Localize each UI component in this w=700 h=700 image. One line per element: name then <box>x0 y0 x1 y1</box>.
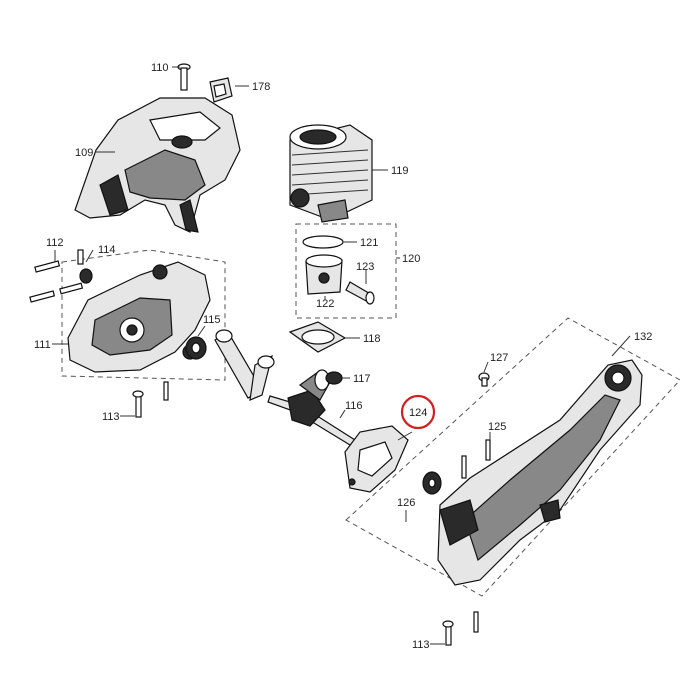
label-114: 114 <box>98 244 116 256</box>
bearing-part <box>422 471 442 495</box>
label-125: 125 <box>488 421 506 433</box>
label-109: 109 <box>75 147 93 159</box>
gasket-part-118 <box>288 321 347 353</box>
clutch-side-group-outline <box>345 317 681 597</box>
crankcase-group-outline <box>61 249 226 381</box>
pin-part-114 <box>77 249 93 284</box>
leader-lines <box>52 66 631 645</box>
arm-cover-part-132 <box>437 359 643 586</box>
label-132: 132 <box>634 331 652 343</box>
callout-labels: 110 178 109 119 112 114 121 123 120 122 … <box>34 62 652 651</box>
bearing-part-117 <box>325 371 343 385</box>
highlight-circle-124 <box>400 394 436 430</box>
label-110: 110 <box>151 62 169 74</box>
screw-part-110 <box>177 63 191 91</box>
label-122: 122 <box>316 298 334 310</box>
label-121: 121 <box>360 237 378 249</box>
gasket-part-124 <box>344 425 409 493</box>
screw-part-127 <box>478 372 490 387</box>
screws-part-112 <box>29 260 84 303</box>
label-123: 123 <box>356 261 374 273</box>
cylinder-part-119 <box>289 124 373 223</box>
crankshaft-part-116 <box>267 369 356 446</box>
label-126: 126 <box>397 497 415 509</box>
label-113-bottom: 113 <box>412 639 430 651</box>
bearing-part-115 <box>185 336 207 360</box>
clip-part-178 <box>209 77 233 103</box>
piston-part-122 <box>305 254 343 295</box>
label-117: 117 <box>353 373 371 385</box>
pins-part-125 <box>461 439 491 479</box>
label-118: 118 <box>363 333 381 345</box>
piston-group-outline <box>295 223 397 319</box>
screw-part-113-left <box>132 381 169 418</box>
screw-part-113-bottom <box>442 611 479 646</box>
label-111: 111 <box>34 339 51 351</box>
label-112: 112 <box>46 237 64 249</box>
label-113-left: 113 <box>102 411 120 423</box>
label-120: 120 <box>402 253 420 265</box>
label-127: 127 <box>490 352 508 364</box>
connecting-arm-part <box>214 329 275 401</box>
label-124: 124 <box>409 407 427 419</box>
label-116: 116 <box>345 400 363 412</box>
top-cover-part-109 <box>74 97 241 233</box>
label-178: 178 <box>252 81 270 93</box>
crankcase-part-111 <box>67 261 211 373</box>
piston-pin-part-123 <box>345 281 375 305</box>
piston-ring-part-121 <box>302 235 344 249</box>
label-119: 119 <box>391 165 409 177</box>
label-115: 115 <box>203 314 221 326</box>
